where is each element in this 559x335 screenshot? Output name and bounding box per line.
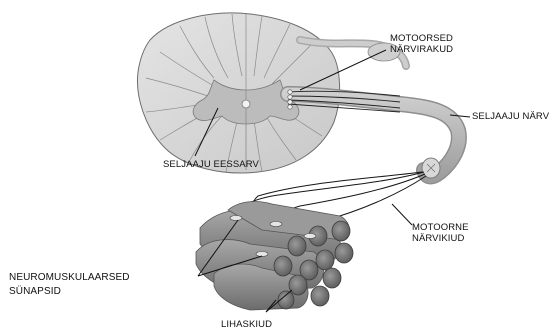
- muscle-fiber-end: [289, 275, 307, 295]
- muscle-fiber-end: [274, 256, 292, 276]
- muscle-fiber-end: [323, 268, 341, 288]
- label-muscle-fibers: LIHASKIUD: [221, 319, 272, 330]
- label-neuromuscular-junctions: NEUROMUSKULAARSED SÜNAPSID: [9, 271, 130, 299]
- leader-motor-nerve-fiber: [392, 204, 412, 225]
- muscle-fiber-end: [332, 221, 350, 241]
- nmj-endplate: [230, 216, 242, 221]
- label-motor-fibers-line2: NÄRVIRAKUD: [390, 44, 453, 55]
- label-motor-fibers-line1: MOTOORSED: [390, 33, 453, 44]
- label-motor-nerve-fiber-line2: NÄRVIKIUD: [412, 233, 469, 244]
- muscle-fiber-end: [288, 236, 306, 256]
- central-canal: [242, 100, 250, 108]
- nmj-endplate: [304, 234, 316, 239]
- muscle-fiber-end: [311, 286, 329, 306]
- label-motor-nerve-fiber-line1: MOTOORNE: [412, 222, 469, 233]
- muscle-fiber-end: [335, 243, 353, 263]
- label-motor-nerve-fiber: MOTOORNE NÄRVIKIUD: [412, 222, 469, 244]
- label-motor-fibers: MOTOORSED NÄRVIRAKUD: [390, 33, 453, 55]
- label-spinal-nerve: SELJAAJU NÄRV: [472, 111, 549, 122]
- muscle-bundle: [196, 202, 353, 310]
- nmj-endplate: [256, 252, 268, 257]
- label-nmj-line2: SÜNAPSID: [9, 285, 130, 299]
- muscle-fiber-end: [316, 250, 334, 270]
- label-anterior-horn: SELJAAJU EESSARV: [163, 159, 259, 170]
- label-nmj-line1: NEUROMUSKULAARSED: [9, 271, 130, 285]
- nmj-endplate: [270, 222, 282, 227]
